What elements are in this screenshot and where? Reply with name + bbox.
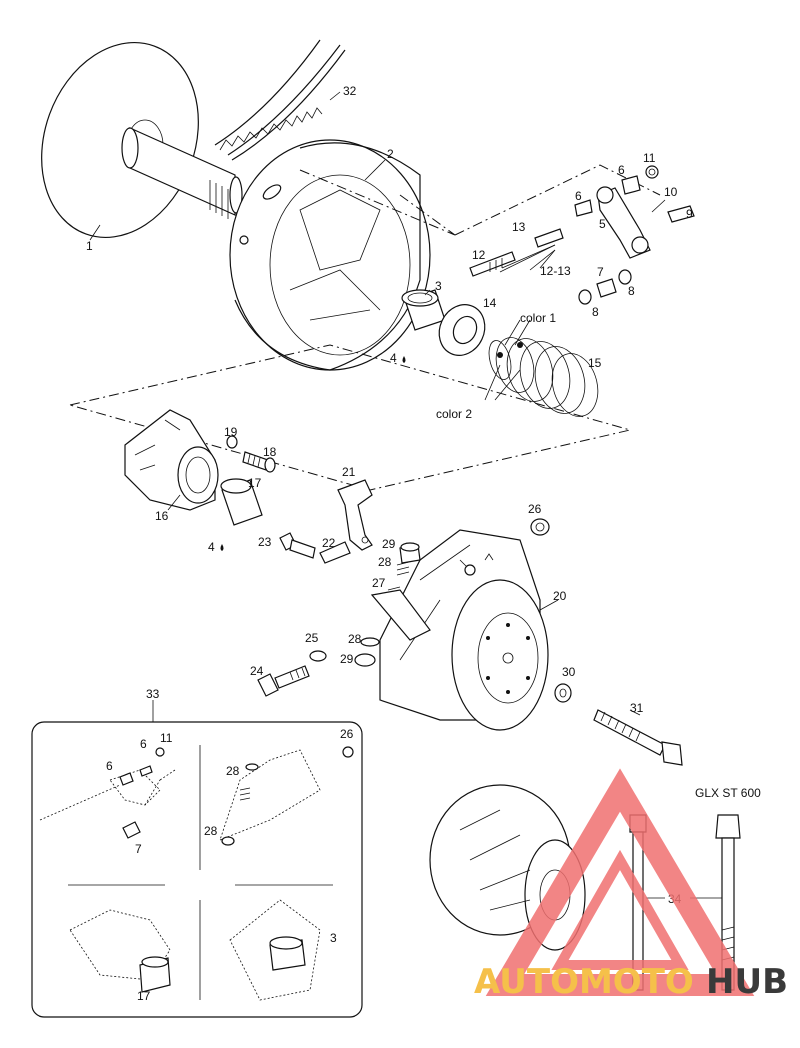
bushing-17 xyxy=(220,478,263,526)
inset-callout-7: 7 xyxy=(135,842,142,856)
callout-20: 20 xyxy=(553,589,567,603)
callout-1: 1 xyxy=(86,239,93,253)
spring-27-set xyxy=(354,542,431,667)
callout-16: 16 xyxy=(155,509,169,523)
inset-33 xyxy=(31,700,363,1018)
callout-6b: 6 xyxy=(575,189,582,203)
watermark-text-1: AUTOMOTO xyxy=(474,962,694,1002)
callout-7: 7 xyxy=(597,265,604,279)
callout-9: 9 xyxy=(686,207,693,221)
callout-8b: 8 xyxy=(592,305,599,319)
callout-28a: 28 xyxy=(378,555,392,569)
bolt-31 xyxy=(593,709,683,766)
callout-4a: 4 xyxy=(390,351,397,365)
callout-14: 14 xyxy=(483,296,497,310)
callout-21: 21 xyxy=(342,465,356,479)
callout-3: 3 xyxy=(435,279,442,293)
callout-13: 13 xyxy=(512,220,526,234)
callout-labels: 1 2 3 4 5 6 6 7 8 8 9 10 11 12 13 12-13 … xyxy=(86,84,693,906)
leader-lines xyxy=(89,91,641,716)
callout-32: 32 xyxy=(343,84,357,98)
bolt-18 xyxy=(226,435,276,473)
inset-callout-17: 17 xyxy=(137,989,151,1003)
movable-sheave xyxy=(229,139,456,371)
washer-14 xyxy=(438,304,486,356)
callout-28b: 28 xyxy=(348,632,362,646)
callout-31: 31 xyxy=(630,701,644,715)
callout-8a: 8 xyxy=(628,284,635,298)
callout-10: 10 xyxy=(664,185,678,199)
watermark-logo xyxy=(485,768,755,996)
callout-12: 12 xyxy=(472,248,486,262)
pin-22 xyxy=(319,541,351,564)
callout-29a: 29 xyxy=(382,537,396,551)
callout-25: 25 xyxy=(305,631,319,645)
callout-30: 30 xyxy=(562,665,576,679)
callout-19: 19 xyxy=(224,425,238,439)
callout-26: 26 xyxy=(528,502,542,516)
label-model: GLX ST 600 xyxy=(695,786,761,800)
callout-27: 27 xyxy=(372,576,386,590)
watermark-text-2: HUB xyxy=(706,962,788,1002)
nut-26 xyxy=(530,518,550,536)
callout-2: 2 xyxy=(387,147,394,161)
callout-29b: 29 xyxy=(340,652,354,666)
inset-callout-28a: 28 xyxy=(226,764,240,778)
callout-15: 15 xyxy=(588,356,602,370)
bolt-24 xyxy=(257,650,327,697)
fixed-sheave xyxy=(41,41,243,239)
spider-housing-16 xyxy=(124,409,219,511)
callout-4b: 4 xyxy=(208,540,215,554)
inset-callout-28b: 28 xyxy=(204,824,218,838)
inset-callout-6a: 6 xyxy=(140,737,147,751)
label-color-2: color 2 xyxy=(436,407,472,421)
callout-6a: 6 xyxy=(618,163,625,177)
inset-callout-3: 3 xyxy=(330,931,337,945)
inset-callout-11: 11 xyxy=(160,731,173,745)
callout-23: 23 xyxy=(258,535,272,549)
callout-11: 11 xyxy=(643,151,656,165)
callout-22: 22 xyxy=(322,536,336,550)
oil-drop-icon xyxy=(402,356,406,363)
inset-callout-6b: 6 xyxy=(106,759,113,773)
inset-callouts: 6 11 6 7 26 28 28 17 3 xyxy=(106,727,354,1003)
callout-12-13: 12-13 xyxy=(540,264,571,278)
roller-arm-21 xyxy=(337,479,373,551)
callout-33: 33 xyxy=(146,687,160,701)
spider-20 xyxy=(379,529,549,731)
spring-15 xyxy=(488,337,599,417)
bushing-3 xyxy=(401,289,446,331)
label-color-1: color 1 xyxy=(520,311,556,325)
callout-24: 24 xyxy=(250,664,264,678)
drive-belt xyxy=(214,39,346,161)
callout-5: 5 xyxy=(599,217,606,231)
bolt-23 xyxy=(279,532,316,559)
arm-assembly xyxy=(454,164,695,305)
callout-17: 17 xyxy=(248,476,262,490)
callout-18: 18 xyxy=(263,445,277,459)
inset-callout-26: 26 xyxy=(340,727,354,741)
washer-30 xyxy=(554,683,572,703)
oil-drop-icon xyxy=(220,544,224,551)
